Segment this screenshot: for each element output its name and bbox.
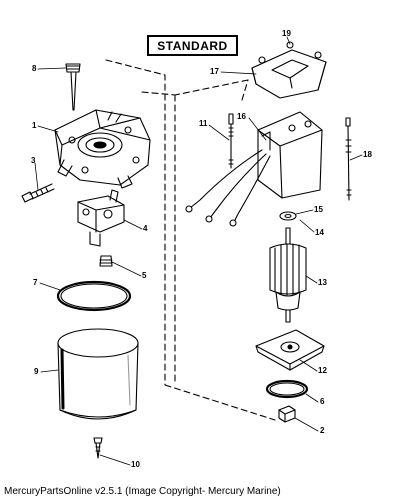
callout-18: 18 <box>363 150 372 159</box>
part-6-o-ring <box>265 379 309 399</box>
part-12-end-plate <box>255 329 325 371</box>
part-5-plug <box>99 255 113 267</box>
callout-4: 4 <box>143 224 148 233</box>
part-15-motor-frame <box>257 111 323 199</box>
part-13-armature <box>269 227 307 323</box>
part-3-screw <box>21 183 55 203</box>
callout-7: 7 <box>33 278 38 287</box>
part-14-washer <box>279 211 297 221</box>
callout-3: 3 <box>31 156 36 165</box>
callout-6: 6 <box>320 397 325 406</box>
standard-badge-label: STANDARD <box>157 38 228 53</box>
callout-9: 9 <box>34 367 39 376</box>
part-10-screw <box>93 437 103 459</box>
leader-lines <box>34 36 363 466</box>
callout-14: 14 <box>315 228 324 237</box>
part-9-reservoir <box>57 328 139 420</box>
callout-16: 16 <box>237 112 246 121</box>
callout-2: 2 <box>320 426 325 435</box>
standard-badge: STANDARD <box>147 35 238 56</box>
part-16-wire-leads <box>185 149 271 227</box>
callout-13: 13 <box>318 278 327 287</box>
part-11-through-bolt <box>228 113 234 169</box>
callout-5: 5 <box>142 271 147 280</box>
part-4-valve-block <box>77 189 125 247</box>
callout-10: 10 <box>131 460 140 469</box>
callout-17: 17 <box>210 67 219 76</box>
callout-8: 8 <box>32 64 37 73</box>
callout-12: 12 <box>318 366 327 375</box>
part-18-through-bolt <box>345 117 352 201</box>
part-8-vent-plug <box>65 63 81 111</box>
part-17-end-cap <box>251 49 327 99</box>
part-1-pump-body <box>54 109 151 189</box>
copyright-footer: MercuryPartsOnline v2.5.1 (Image Copyrig… <box>4 486 281 497</box>
callout-11: 11 <box>199 119 208 128</box>
part-19-screws <box>258 41 322 64</box>
part-2-coupler <box>278 405 296 423</box>
callout-1: 1 <box>32 121 37 130</box>
assembly-guide-lines <box>105 59 276 421</box>
callout-15: 15 <box>314 205 323 214</box>
part-7-o-ring <box>56 280 132 312</box>
callout-19: 19 <box>282 29 291 38</box>
